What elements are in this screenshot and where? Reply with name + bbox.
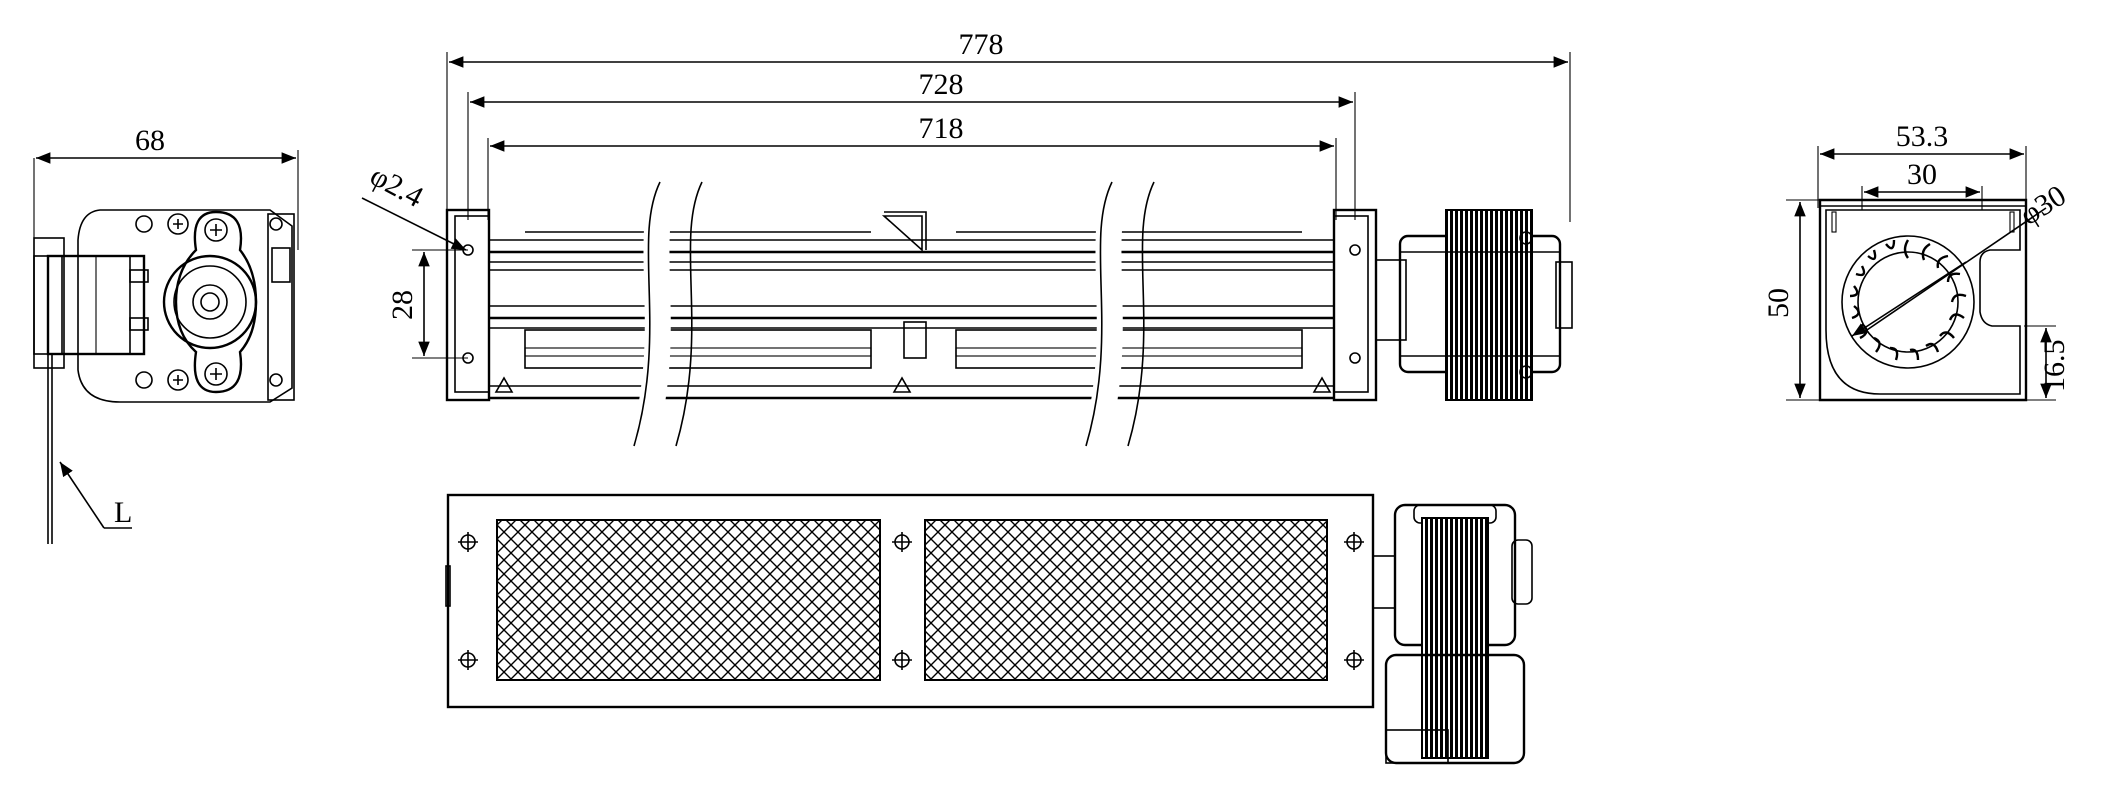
impeller-wheel [1841,207,2047,369]
dim-hole-spacing: 28 [386,290,419,320]
dim-mount-length: 728 [919,68,964,101]
dim-hole-diameter: φ2.4 [365,159,429,214]
mount-hole-marks [458,532,1364,670]
front-view-blower: 778 728 718 φ2.4 28 [361,28,1573,450]
dim-outlet-width: 53.3 [1896,120,1949,153]
end-view-housing: 53.3 30 50 16.5 φ30 [1762,120,2072,402]
side-view-motor: 68 L [33,124,299,544]
dim-impeller-length: 718 [919,112,964,145]
dim-outlet-inner: 30 [1907,158,1937,191]
bottom-view-outlet [445,493,1533,765]
dim-overall-length: 778 [959,28,1004,61]
dim-outlet-offset: 16.5 [2038,340,2071,393]
dim-side-width: 68 [135,124,165,157]
dim-housing-height: 50 [1762,288,1795,318]
lead-wire-label: L [114,496,132,529]
